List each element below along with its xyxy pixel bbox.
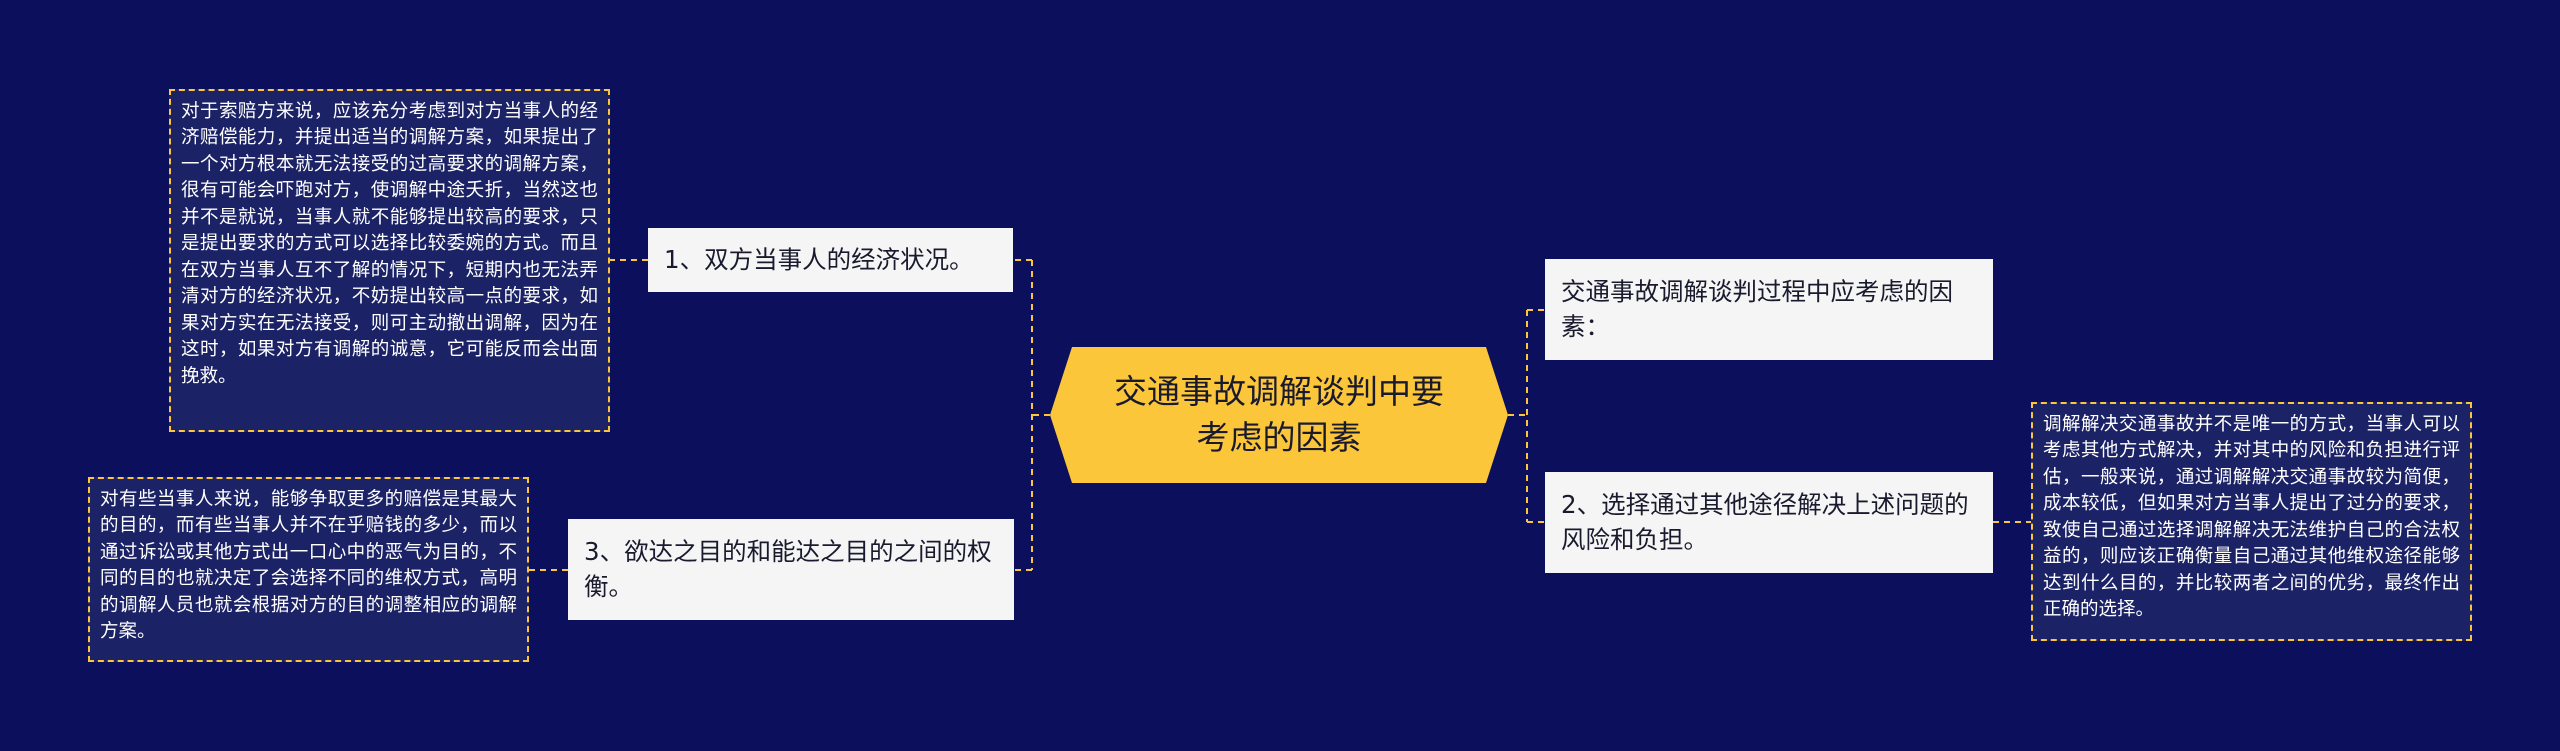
topic-factors-heading-text: 交通事故调解谈判过程中应考虑的因素：	[1561, 277, 1953, 341]
central-topic-text: 交通事故调解谈判中要考虑的因素	[1114, 371, 1444, 457]
note-economic-status-text: 对于索赔方来说，应该充分考虑到对方当事人的经济赔偿能力，并提出适当的调解方案，如…	[181, 101, 598, 387]
central-topic[interactable]: 交通事故调解谈判中要考虑的因素	[1050, 347, 1508, 483]
topic-economic-status-text: 1、双方当事人的经济状况。	[664, 244, 974, 274]
topic-alternative-risk[interactable]: 2、选择通过其他途径解决上述问题的风险和负担。	[1545, 472, 1993, 573]
topic-economic-status[interactable]: 1、双方当事人的经济状况。	[648, 228, 1013, 292]
note-economic-status[interactable]: 对于索赔方来说，应该充分考虑到对方当事人的经济赔偿能力，并提出适当的调解方案，如…	[169, 89, 610, 432]
connector-center-left	[1031, 260, 1050, 570]
topic-alternative-risk-text: 2、选择通过其他途径解决上述问题的风险和负担。	[1561, 490, 1969, 554]
topic-factors-heading[interactable]: 交通事故调解谈判过程中应考虑的因素：	[1545, 259, 1993, 360]
topic-goal-balance[interactable]: 3、欲达之目的和能达之目的之间的权衡。	[568, 519, 1014, 620]
note-goal-balance[interactable]: 对有些当事人来说，能够争取更多的赔偿是其最大的目的，而有些当事人并不在乎赔钱的多…	[88, 477, 529, 662]
note-alternative-risk[interactable]: 调解解决交通事故并不是唯一的方式，当事人可以考虑其他方式解决，并对其中的风险和负…	[2031, 402, 2472, 641]
topic-goal-balance-text: 3、欲达之目的和能达之目的之间的权衡。	[584, 537, 992, 601]
connector-center-right	[1508, 310, 1528, 522]
note-goal-balance-text: 对有些当事人来说，能够争取更多的赔偿是其最大的目的，而有些当事人并不在乎赔钱的多…	[100, 489, 517, 643]
note-alternative-risk-text: 调解解决交通事故并不是唯一的方式，当事人可以考虑其他方式解决，并对其中的风险和负…	[2043, 414, 2460, 621]
